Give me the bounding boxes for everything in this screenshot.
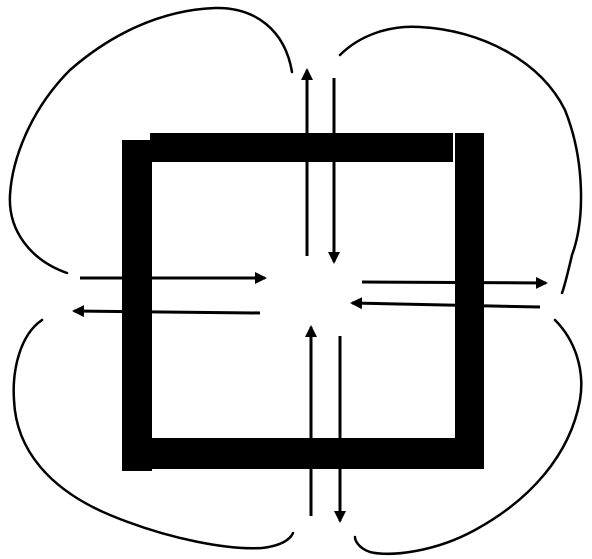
frame-bar-left — [122, 140, 152, 471]
petal-bottom-left — [14, 320, 293, 548]
arrow-left-outward — [74, 311, 260, 313]
arrow-right-outward — [362, 282, 546, 283]
square-frame — [122, 133, 484, 471]
arrow-right-inward — [352, 303, 540, 307]
frame-bar-top — [150, 133, 453, 162]
petal-outline — [10, 8, 581, 554]
frame-bar-bottom — [152, 438, 484, 469]
frame-bar-right — [455, 133, 484, 438]
